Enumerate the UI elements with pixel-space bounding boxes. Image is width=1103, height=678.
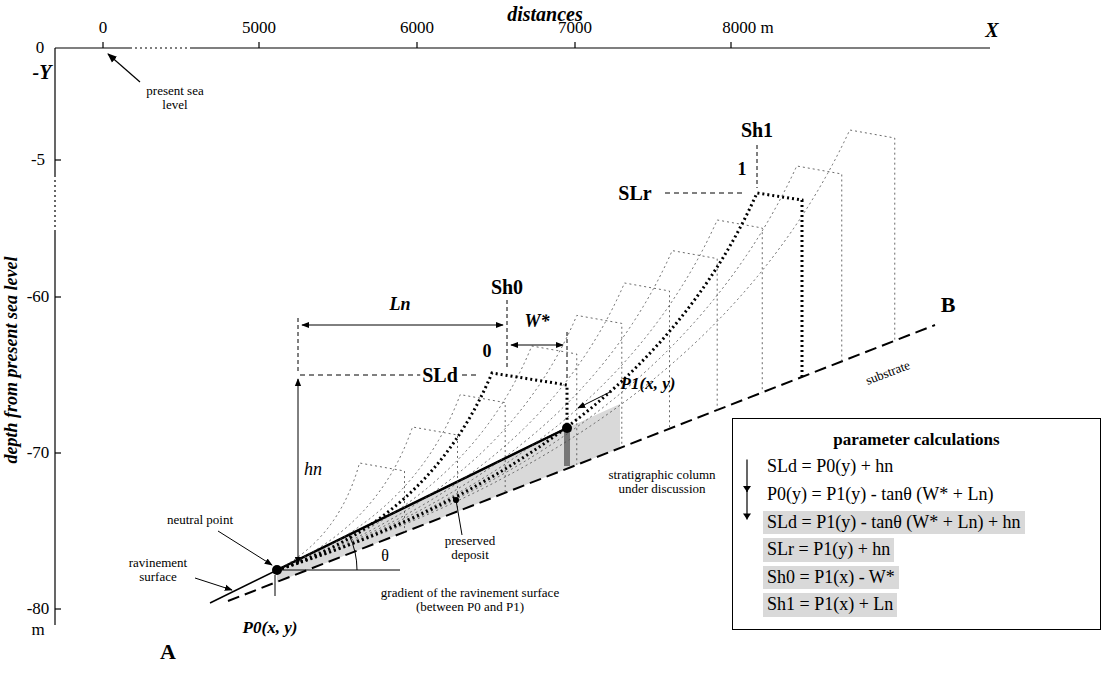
- thin-profile: [277, 346, 577, 570]
- formula: Sh1 = P1(x) + Ln: [763, 593, 897, 617]
- neutral-point-dot: [272, 565, 282, 575]
- box-heading: parameter calculations: [741, 429, 1092, 451]
- label: ravinement surface: [118, 556, 198, 585]
- label: 0: [99, 19, 108, 38]
- label: Sh1: [741, 119, 773, 141]
- thin-profile: [277, 283, 670, 570]
- profile-1: [277, 193, 802, 570]
- p1-dot: [562, 423, 572, 433]
- calculation-box: parameter calculationsSLd = P0(y) + hn P0…: [732, 418, 1101, 630]
- deposit-dot: [453, 497, 459, 503]
- label: P1(x, y): [621, 375, 676, 394]
- label: present sea level: [135, 84, 215, 113]
- label: stratigraphic column under discussion: [602, 468, 722, 497]
- label: X: [985, 19, 998, 41]
- label: neutral point: [167, 513, 233, 527]
- label: hn: [302, 460, 324, 480]
- label: 5000: [242, 19, 276, 38]
- label: SLd: [420, 364, 460, 386]
- label: 1: [738, 160, 747, 180]
- label: 0: [483, 342, 492, 362]
- substrate-line: [228, 325, 935, 601]
- horizontal-reference: [277, 570, 400, 571]
- label: -70: [27, 444, 50, 463]
- label: substrate: [864, 358, 912, 388]
- label: A: [160, 640, 176, 664]
- label: Sh0: [491, 276, 523, 298]
- label: B: [941, 293, 956, 317]
- label: depth from present sea level: [2, 257, 22, 464]
- thin-profile: [277, 463, 405, 570]
- step-arrows: [737, 419, 761, 631]
- formula: SLd = P1(y) - tanθ (W* + Ln) + hn: [763, 511, 1025, 535]
- label: 0: [36, 39, 45, 58]
- label: -60: [27, 288, 50, 307]
- label: -Y: [33, 61, 52, 83]
- label: 7000: [558, 19, 592, 38]
- label: -80: [27, 600, 50, 619]
- label: gradient of the ravinement surface (betw…: [375, 586, 565, 615]
- angle-arc: [349, 535, 357, 570]
- label: θ: [381, 547, 389, 565]
- formula: SLr = P1(y) + hn: [763, 538, 894, 562]
- preserved-deposit: [277, 404, 620, 582]
- label: -5: [31, 151, 45, 170]
- label: P0(x, y): [243, 619, 298, 638]
- label: W*: [524, 312, 549, 332]
- formula: SLd = P0(y) + hn: [763, 455, 897, 479]
- formula: P0(y) = P1(y) - tanθ (W* + Ln): [763, 483, 997, 507]
- ravinement-surface: [210, 428, 567, 603]
- profile-0: [277, 373, 567, 570]
- thin-profile: [277, 220, 762, 570]
- ravinement-gradient: [277, 428, 567, 570]
- thin-profile: [277, 251, 717, 570]
- label: 8000 m: [722, 19, 773, 38]
- step-arrowhead: [743, 514, 751, 520]
- thin-profile: [277, 315, 622, 570]
- label: m: [31, 621, 44, 640]
- formula: Sh0 = P1(x) - W*: [763, 566, 899, 590]
- thin-profile: [277, 427, 458, 570]
- sea-level-markers: [195, 145, 757, 596]
- label: preserved deposit: [430, 534, 510, 563]
- label: Ln: [389, 295, 410, 315]
- label: 6000: [400, 19, 434, 38]
- axes: [55, 42, 990, 625]
- label: SLr: [618, 182, 651, 204]
